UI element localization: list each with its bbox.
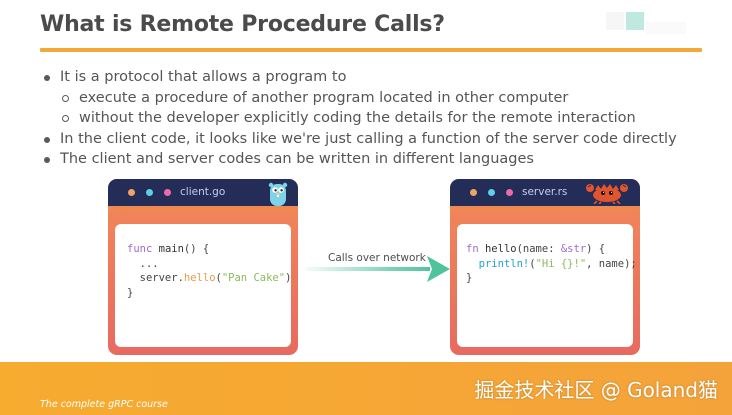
code-token: (name: (516, 243, 561, 255)
window-titlebar: client.go (108, 179, 298, 206)
code-token: hello (484, 243, 517, 255)
corner-decoration (646, 22, 686, 34)
code-token: func (127, 243, 153, 255)
bullet-list: It is a protocol that allows a program t… (44, 67, 704, 170)
corner-decoration (626, 12, 644, 30)
window-dot-icon (506, 189, 513, 196)
code-token: ( (215, 272, 222, 284)
gopher-icon (268, 182, 288, 206)
sub-bullet-item: without the developer explicitly coding … (44, 108, 704, 129)
code-token (466, 258, 479, 270)
server-code-window: server.rs fn hello(name: &str) { println… (450, 179, 640, 355)
titlebar-stripe (108, 206, 298, 210)
window-dot-icon (488, 189, 495, 196)
ferris-crab-icon (586, 184, 628, 204)
window-dot-icon (146, 189, 153, 196)
right-arrow-icon (305, 256, 450, 282)
code-token: ) { (586, 243, 606, 255)
watermark: 掘金技术社区 @ Goland猫 (474, 378, 718, 402)
course-name: The complete gRPC course (40, 399, 168, 410)
code-token: } (466, 272, 473, 284)
code-token: fn (466, 243, 479, 255)
corner-decoration (606, 12, 624, 30)
window-dot-icon (128, 189, 135, 196)
footer-bar (0, 362, 732, 415)
code-token: println! (478, 257, 530, 270)
window-dot-icon (470, 189, 477, 196)
sub-bullet-item: execute a procedure of another program l… (44, 88, 704, 109)
window-filename: client.go (180, 186, 226, 198)
arrow-label: Calls over network (328, 252, 426, 264)
code-token: } (127, 286, 134, 299)
code-token: &str (560, 243, 587, 255)
titlebar-stripe (450, 206, 640, 210)
client-code-window: client.go func main() { ... server.hello… (108, 179, 298, 355)
code-token: main (158, 243, 184, 255)
code-token: "Pan Cake" (221, 272, 286, 284)
bullet-item: It is a protocol that allows a program t… (44, 67, 704, 88)
code-token: () { (183, 243, 210, 255)
slide-title: What is Remote Procedure Calls? (40, 12, 445, 37)
window-dot-icon (164, 189, 171, 196)
code-token: , name); (586, 257, 637, 270)
title-underline (40, 48, 702, 52)
server-code-block: fn hello(name: &str) { println!("Hi {}!"… (457, 224, 637, 347)
client-code-block: func main() { ... server.hello("Pan Cake… (115, 224, 291, 347)
code-token: ... (127, 257, 159, 270)
code-token: ) (285, 272, 292, 284)
window-filename: server.rs (522, 186, 568, 198)
bullet-item: The client and server codes can be writt… (44, 149, 704, 170)
code-token: hello (183, 272, 216, 284)
code-token: server. (127, 272, 184, 284)
code-token: "Hi {}!" (535, 257, 587, 270)
bullet-item: In the client code, it looks like we're … (44, 129, 704, 150)
code-token: ( (529, 257, 536, 270)
